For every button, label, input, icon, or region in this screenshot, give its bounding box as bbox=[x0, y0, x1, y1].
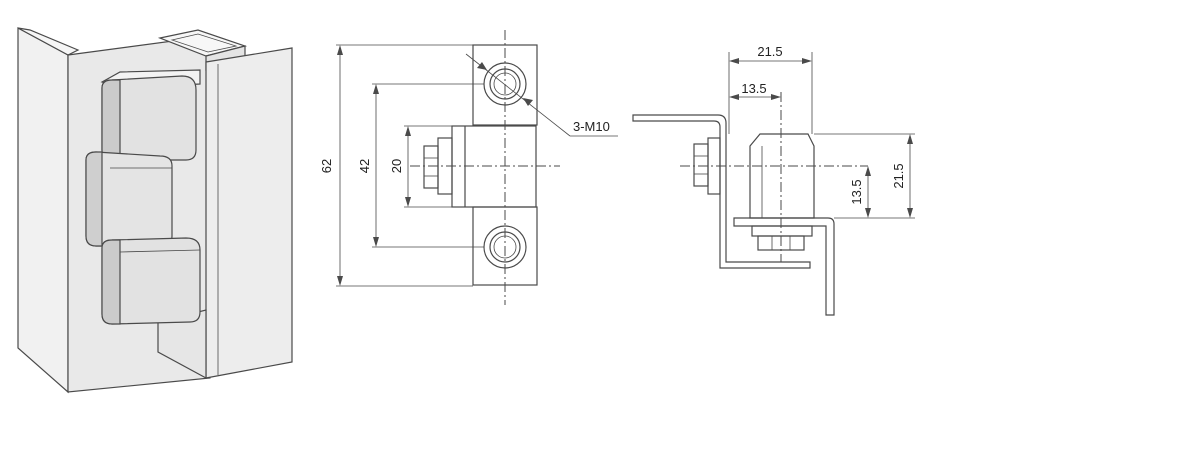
dim-overall-height: 62 bbox=[319, 44, 473, 287]
dim-side-height-inner: 13.5 bbox=[834, 166, 915, 219]
dimh215-arrow-bottom bbox=[907, 208, 913, 218]
iso-right-pillar bbox=[205, 47, 293, 379]
dimw135-arrow-left bbox=[729, 94, 739, 100]
thread-callout-leader: 3-M10 bbox=[465, 53, 618, 137]
dimh215-arrow-top bbox=[907, 134, 913, 144]
upper-knuckle-side bbox=[101, 79, 121, 161]
dimh135-arrow-bottom bbox=[865, 208, 871, 218]
dimh135-label: 13.5 bbox=[849, 179, 864, 204]
middle-knuckle-side bbox=[85, 151, 103, 247]
dimh215-label: 21.5 bbox=[891, 163, 906, 188]
iso-upper-knuckle bbox=[100, 69, 201, 161]
iso-middle-knuckle bbox=[85, 151, 173, 247]
dimw135-arrow-right bbox=[771, 94, 781, 100]
dimw215-arrow-left bbox=[729, 58, 739, 64]
iso-top-flange bbox=[17, 27, 80, 56]
side-bolt-head bbox=[693, 143, 709, 187]
dim62-arrow-top bbox=[337, 45, 343, 55]
side-bottom-bolt bbox=[751, 225, 813, 251]
side-hinge-body bbox=[749, 133, 815, 219]
side-bottom-bolt-washer bbox=[751, 225, 813, 237]
lower-knuckle-seam bbox=[119, 249, 201, 253]
dim20-label: 20 bbox=[389, 159, 404, 173]
dim-side-height-outer: 21.5 bbox=[814, 133, 915, 218]
dim42-label: 42 bbox=[357, 159, 372, 173]
dim62-label: 62 bbox=[319, 159, 334, 173]
side-bracket-lower bbox=[733, 217, 835, 316]
front-view: 62 42 20 3-M10 bbox=[319, 30, 618, 305]
dimw215-arrow-right bbox=[802, 58, 812, 64]
iso-lower-knuckle bbox=[101, 237, 201, 325]
dim20-arrow-bottom bbox=[405, 197, 411, 207]
dim42-arrow-top bbox=[373, 84, 379, 94]
side-view: 21.5 13.5 13.5 21.5 bbox=[632, 44, 915, 316]
lower-knuckle-side bbox=[101, 239, 121, 325]
dim-side-width-outer: 21.5 bbox=[728, 44, 813, 134]
dimh135-arrow-top bbox=[865, 166, 871, 176]
iso-channel-inner bbox=[170, 33, 238, 53]
bolt-head bbox=[423, 145, 439, 189]
dim-side-width-inner: 13.5 bbox=[729, 81, 781, 100]
thread-callout-label: 3-M10 bbox=[573, 119, 610, 134]
dim42-arrow-bottom bbox=[373, 237, 379, 247]
dim62-arrow-bottom bbox=[337, 276, 343, 286]
dim-hole-spacing: 42 bbox=[357, 83, 484, 248]
isometric-hinge-view bbox=[17, 26, 293, 394]
dimw135-label: 13.5 bbox=[741, 81, 766, 96]
dim20-arrow-top bbox=[405, 126, 411, 136]
dimw215-label: 21.5 bbox=[757, 44, 782, 59]
dim-body-height: 20 bbox=[389, 125, 452, 208]
leader-arrow-1 bbox=[477, 62, 487, 70]
iso-left-wall bbox=[17, 26, 69, 394]
side-bracket-outer bbox=[632, 114, 811, 269]
leader-arrow-2 bbox=[523, 98, 533, 106]
